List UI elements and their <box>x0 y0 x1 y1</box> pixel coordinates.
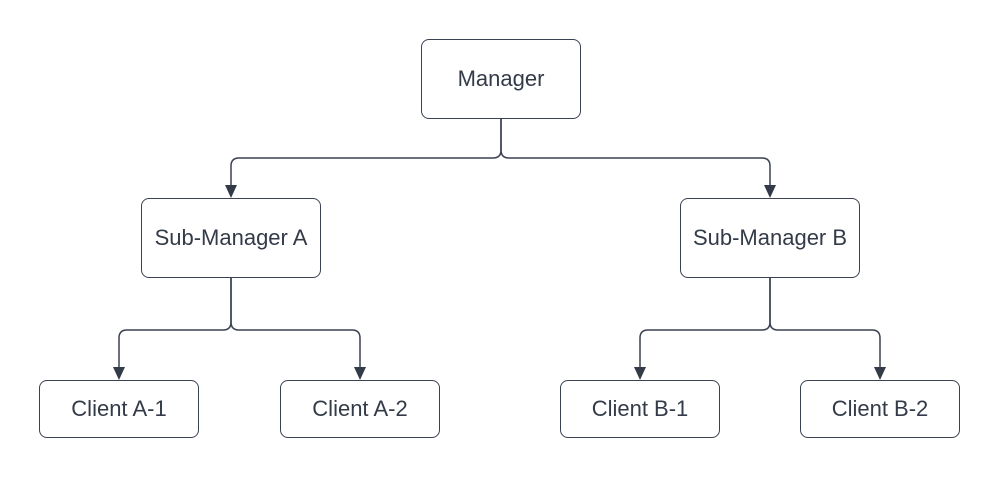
edge-line <box>769 278 881 368</box>
arrowhead-icon <box>874 367 886 380</box>
node-client-b1[interactable]: Client B-1 <box>560 380 720 438</box>
arrowhead-icon <box>634 367 646 380</box>
arrowhead-icon <box>354 367 366 380</box>
arrowhead-icon <box>225 185 237 198</box>
node-label: Client B-2 <box>831 396 929 421</box>
edge-manager-to-sub-manager-a <box>225 119 502 198</box>
node-label: Sub-Manager A <box>154 225 308 250</box>
edge-line <box>639 278 771 368</box>
edge-line <box>230 119 502 186</box>
node-client-a2[interactable]: Client A-2 <box>280 380 440 438</box>
node-label: Manager <box>457 66 545 91</box>
node-sub-manager-b[interactable]: Sub-Manager B <box>680 198 860 278</box>
node-label: Client A-1 <box>71 396 167 421</box>
edge-sub-manager-a-to-client-a2 <box>230 278 366 380</box>
node-label: Client B-1 <box>591 396 689 421</box>
node-client-b2[interactable]: Client B-2 <box>800 380 960 438</box>
edge-sub-manager-a-to-client-a1 <box>113 278 232 380</box>
node-client-a1[interactable]: Client A-1 <box>39 380 199 438</box>
node-label: Client A-2 <box>312 396 408 421</box>
node-sub-manager-a[interactable]: Sub-Manager A <box>141 198 321 278</box>
edge-sub-manager-b-to-client-b1 <box>634 278 771 380</box>
edge-line <box>230 278 361 368</box>
arrowhead-icon <box>764 185 776 198</box>
edge-sub-manager-b-to-client-b2 <box>769 278 886 380</box>
edge-line <box>118 278 232 368</box>
arrowhead-icon <box>113 367 125 380</box>
edge-manager-to-sub-manager-b <box>500 119 776 198</box>
node-label: Sub-Manager B <box>692 225 848 250</box>
edge-line <box>500 119 771 186</box>
node-manager[interactable]: Manager <box>421 39 581 119</box>
